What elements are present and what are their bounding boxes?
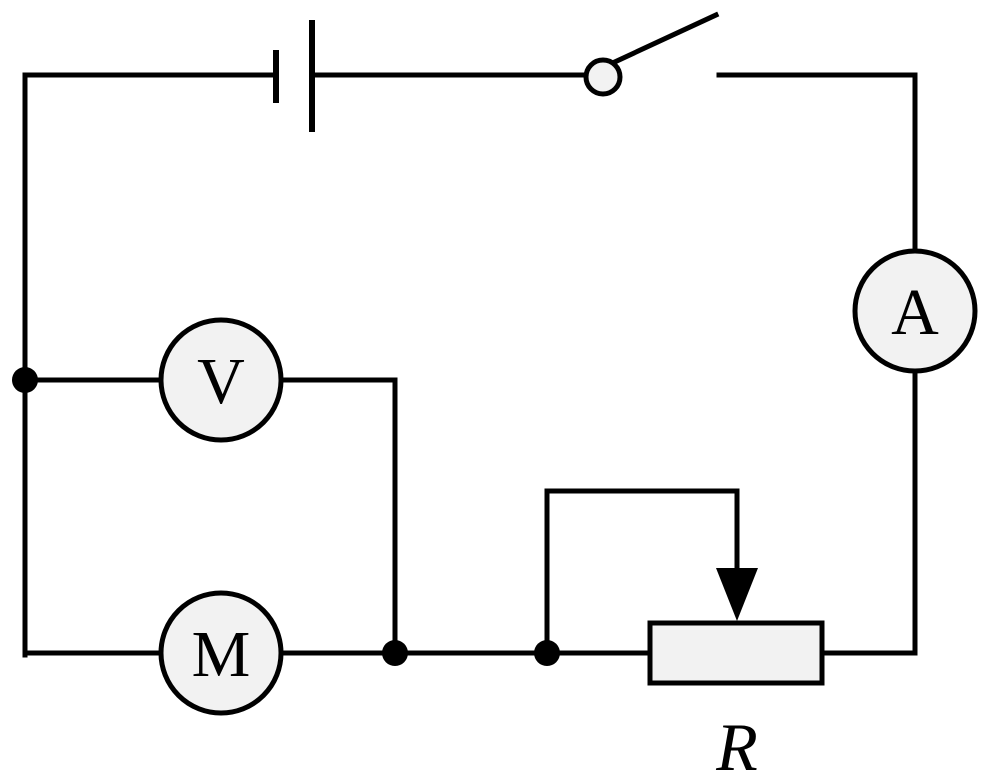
wire-voltmeter-to-junction [279,377,398,656]
rheostat-label: R [715,709,758,783]
switch-pivot [583,57,623,97]
voltmeter-body [158,317,284,443]
ammeter-icon: A [852,248,978,374]
switch-icon [583,11,720,97]
junction-dot-left [12,367,38,393]
switch-lever [602,11,720,70]
motor-label: M [192,618,251,691]
wire-top-left [22,72,279,658]
junction-dot-middle [382,640,408,666]
rheostat-slider-arrowhead [716,568,758,621]
ammeter-label: A [891,276,939,349]
rheostat-icon: R [647,568,825,783]
motor-body [158,590,284,716]
junction-dot-rheostat [534,640,560,666]
voltmeter-label: V [197,345,245,418]
wire-ammeter-to-rheostat [819,369,918,656]
ammeter-body [852,248,978,374]
battery-icon [273,20,315,132]
motor-icon: M [158,590,284,716]
wire-switch-to-ammeter [716,72,918,253]
wires [22,72,918,658]
rheostat-body [647,620,825,686]
wire-rheostat-slider [544,488,740,656]
junctions [12,367,560,666]
voltmeter-icon: V [158,317,284,443]
